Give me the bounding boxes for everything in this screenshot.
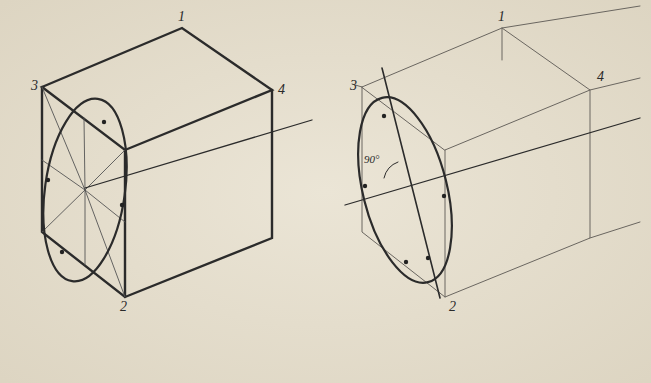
left-cube — [33, 28, 312, 297]
corner-number: 2 — [448, 300, 457, 314]
corner-number: 2 — [119, 300, 128, 314]
right-cube — [341, 6, 640, 298]
corner-number: 1 — [177, 10, 186, 24]
corner-number: 1 — [497, 10, 506, 24]
corner-number: 4 — [277, 83, 286, 97]
corner-number: 3 — [30, 79, 39, 93]
corner-number: 4 — [596, 70, 605, 84]
corner-number: 3 — [349, 79, 358, 93]
angle-label: 90° — [363, 154, 380, 165]
